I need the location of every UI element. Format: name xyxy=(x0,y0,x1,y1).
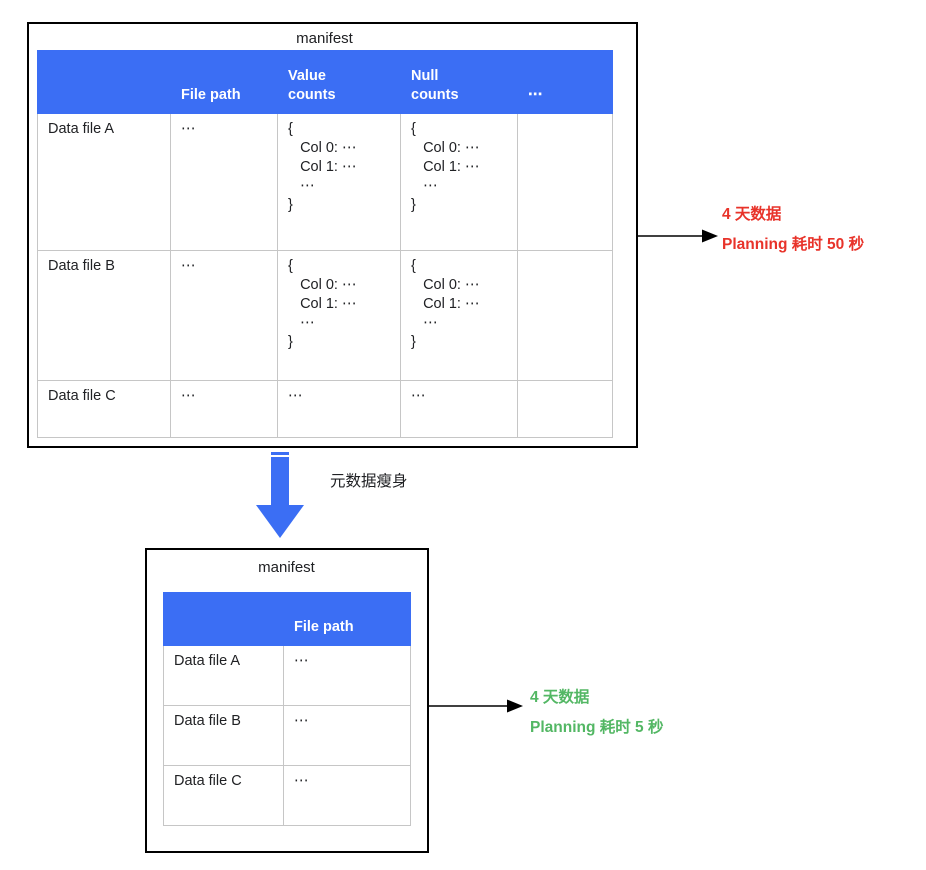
bottom-manifest-caption: manifest xyxy=(258,559,315,576)
cell-value-counts-c: ⋯ xyxy=(277,380,401,438)
column-header-value-counts-line1: Value xyxy=(288,68,326,84)
column-header-more: ⋯ xyxy=(517,50,613,114)
top-annotation-line1: 4 天数据 xyxy=(722,206,782,223)
top-annotation: 4 天数据 Planning 耗时 50 秒 xyxy=(722,200,864,260)
row-label-data-file-a: Data file A xyxy=(37,113,171,251)
column-header-file-path: File path xyxy=(170,50,278,114)
table-row: Data file C ⋯ xyxy=(163,765,411,826)
table-row: Data file A ⋯ xyxy=(163,645,411,706)
bottom-annotation-line2: Planning 耗时 5 秒 xyxy=(530,719,664,736)
cell-file-path-c: ⋯ xyxy=(170,380,278,438)
bottom-annotation: 4 天数据 Planning 耗时 5 秒 xyxy=(530,683,663,743)
row-label-data-file-b: Data file B xyxy=(163,705,284,766)
row-label-data-file-a: Data file A xyxy=(163,645,284,706)
cell-value-counts-b: { Col 0: ⋯ Col 1: ⋯ ⋯ } xyxy=(277,250,401,381)
bottom-manifest-table: File path Data file A ⋯ Data file B ⋯ Da… xyxy=(163,592,411,826)
metadata-slimming-arrow-icon xyxy=(256,452,304,538)
column-header-value-counts-line2: counts xyxy=(288,87,336,103)
cell-value-counts-a: { Col 0: ⋯ Col 1: ⋯ ⋯ } xyxy=(277,113,401,251)
cell-null-counts-a: { Col 0: ⋯ Col 1: ⋯ ⋯ } xyxy=(400,113,518,251)
cell-file-path-b: ⋯ xyxy=(170,250,278,381)
column-header-null-counts-line1: Null xyxy=(411,68,439,84)
table-row: Data file C ⋯ ⋯ ⋯ xyxy=(37,380,613,438)
cell-more-c xyxy=(517,380,613,438)
table-row: Data file B ⋯ xyxy=(163,705,411,766)
top-annotation-line2: Planning 耗时 50 秒 xyxy=(722,236,865,253)
cell-null-counts-b: { Col 0: ⋯ Col 1: ⋯ ⋯ } xyxy=(400,250,518,381)
table-row: Data file A ⋯ { Col 0: ⋯ Col 1: ⋯ ⋯ } { … xyxy=(37,113,613,251)
cell-file-path-c: ⋯ xyxy=(283,765,411,826)
top-manifest-table: File path Value counts Null counts ⋯ Dat… xyxy=(37,50,613,438)
column-header-null-counts: Null counts xyxy=(400,50,518,114)
cell-file-path-a: ⋯ xyxy=(170,113,278,251)
transform-label: 元数据瘦身 xyxy=(330,473,408,490)
bottom-annotation-line1: 4 天数据 xyxy=(530,689,590,706)
table-row: Data file B ⋯ { Col 0: ⋯ Col 1: ⋯ ⋯ } { … xyxy=(37,250,613,381)
row-label-data-file-c: Data file C xyxy=(37,380,171,438)
column-header-value-counts: Value counts xyxy=(277,50,401,114)
cell-more-b xyxy=(517,250,613,381)
column-header-file-path: File path xyxy=(283,592,411,646)
column-header-null-counts-line2: counts xyxy=(411,87,459,103)
table-header-row: File path xyxy=(163,592,411,646)
cell-file-path-b: ⋯ xyxy=(283,705,411,766)
cell-file-path-a: ⋯ xyxy=(283,645,411,706)
row-label-data-file-b: Data file B xyxy=(37,250,171,381)
top-flow-arrow-icon xyxy=(636,229,718,243)
cell-more-a xyxy=(517,113,613,251)
cell-null-counts-c: ⋯ xyxy=(400,380,518,438)
top-manifest-caption: manifest xyxy=(296,30,353,47)
bottom-flow-arrow-icon xyxy=(427,699,523,713)
column-header-rowlabel xyxy=(37,50,171,114)
table-header-row: File path Value counts Null counts ⋯ xyxy=(37,50,613,114)
row-label-data-file-c: Data file C xyxy=(163,765,284,826)
column-header-rowlabel xyxy=(163,592,284,646)
